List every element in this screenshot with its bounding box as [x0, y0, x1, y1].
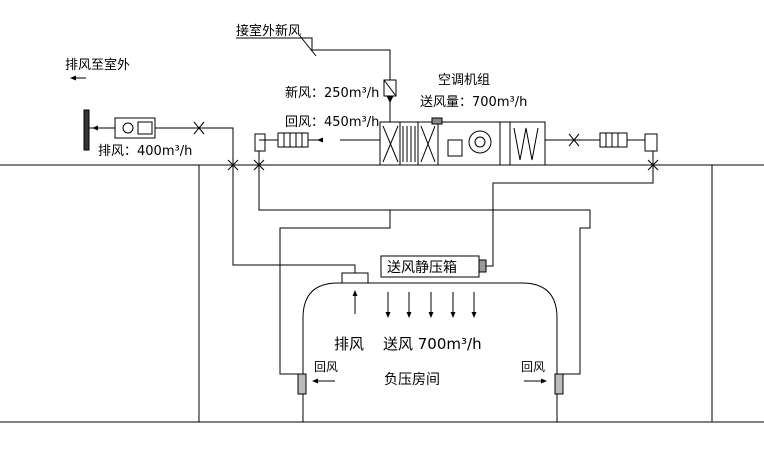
plenum-damper: [478, 259, 487, 273]
return-flow-arrow: [317, 137, 323, 143]
supply-plenum-label: 送风静压箱: [387, 260, 457, 276]
supply-elbow: [644, 133, 658, 152]
supply-silencer: [599, 132, 628, 148]
outdoor-air-connection-label: 接室外新风: [236, 23, 301, 39]
exhaust-direction-arrow: [70, 75, 76, 81]
building-structure: [0, 164, 764, 423]
negative-pressure-room: [302, 282, 558, 422]
room-exhaust-label: 排风: [334, 335, 364, 353]
exhaust-to-outdoor-label: 排风至室外: [65, 57, 130, 73]
return-elbow: [254, 133, 266, 152]
duct-lines: [98, 37, 654, 375]
return-silencer: [277, 132, 309, 148]
return-right-label: 回风: [521, 360, 545, 374]
ahu-title-label: 空调机组: [438, 73, 490, 88]
return-arrow-left: [312, 378, 335, 384]
return-left-label: 回风: [314, 360, 338, 374]
fresh-air-flow-label: 新风：250m³/h: [285, 85, 379, 101]
room-name-label: 负压房间: [384, 372, 440, 388]
supply-arrows: [385, 292, 477, 318]
ahu-supply-label: 送风量：700m³/h: [420, 95, 527, 110]
fresh-air-arrow: [386, 95, 394, 103]
room-exhaust-opening: [341, 272, 369, 284]
return-grille-left: [297, 373, 307, 395]
return-grille-right: [554, 373, 564, 395]
air-handling-unit: [379, 117, 546, 166]
return-arrow-right: [524, 378, 547, 384]
damper-symbols: [193, 121, 659, 171]
room-supply-label: 送风 700m³/h: [383, 335, 482, 353]
fresh-air-leader: [299, 35, 317, 57]
room-exhaust-arrow: [352, 290, 358, 314]
return-air-flow-label: 回风：450m³/h: [285, 115, 379, 130]
exhaust-fan-unit: [114, 117, 156, 139]
exhaust-flow-label: 排风：400m³/h: [98, 144, 192, 159]
exhaust-louver: [83, 109, 90, 151]
